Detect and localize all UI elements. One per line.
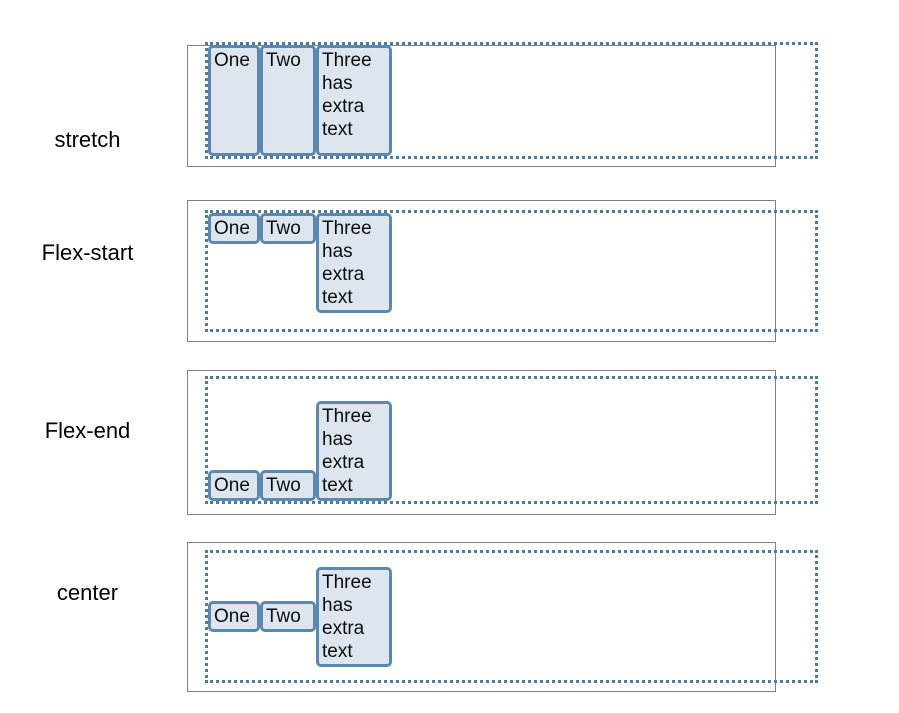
demo-row-center: center One Two Three has extra text — [0, 540, 899, 695]
flex-item-one: One — [208, 213, 260, 244]
flex-item-two: Two — [260, 213, 316, 244]
row-label-flex-start: Flex-start — [41, 240, 134, 265]
flex-item-three: Three has extra text — [316, 45, 392, 156]
flex-container-flex-start: One Two Three has extra text — [205, 210, 818, 332]
flex-item-two: Two — [260, 45, 316, 156]
flex-item-two: Two — [260, 601, 316, 632]
flex-item-one: One — [208, 470, 260, 501]
flex-item-two: Two — [260, 470, 316, 501]
flex-item-three: Three has extra text — [316, 566, 392, 667]
flex-item-one: One — [208, 45, 260, 156]
flex-container-flex-end: One Two Three has extra text — [205, 376, 818, 504]
flex-item-three: Three has extra text — [316, 213, 392, 313]
flex-item-one: One — [208, 601, 260, 632]
demo-row-flex-start: Flex-start One Two Three has extra text — [0, 200, 899, 345]
row-label-center: center — [56, 580, 119, 605]
flex-item-three: Three has extra text — [316, 401, 392, 501]
demo-row-flex-end: Flex-end One Two Three has extra text — [0, 368, 899, 518]
flex-container-stretch: One Two Three has extra text — [205, 42, 818, 159]
row-label-flex-end: Flex-end — [44, 418, 131, 443]
demo-row-stretch: stretch One Two Three has extra text — [0, 42, 899, 172]
row-label-stretch: stretch — [54, 127, 121, 152]
flex-container-center: One Two Three has extra text — [205, 550, 818, 683]
